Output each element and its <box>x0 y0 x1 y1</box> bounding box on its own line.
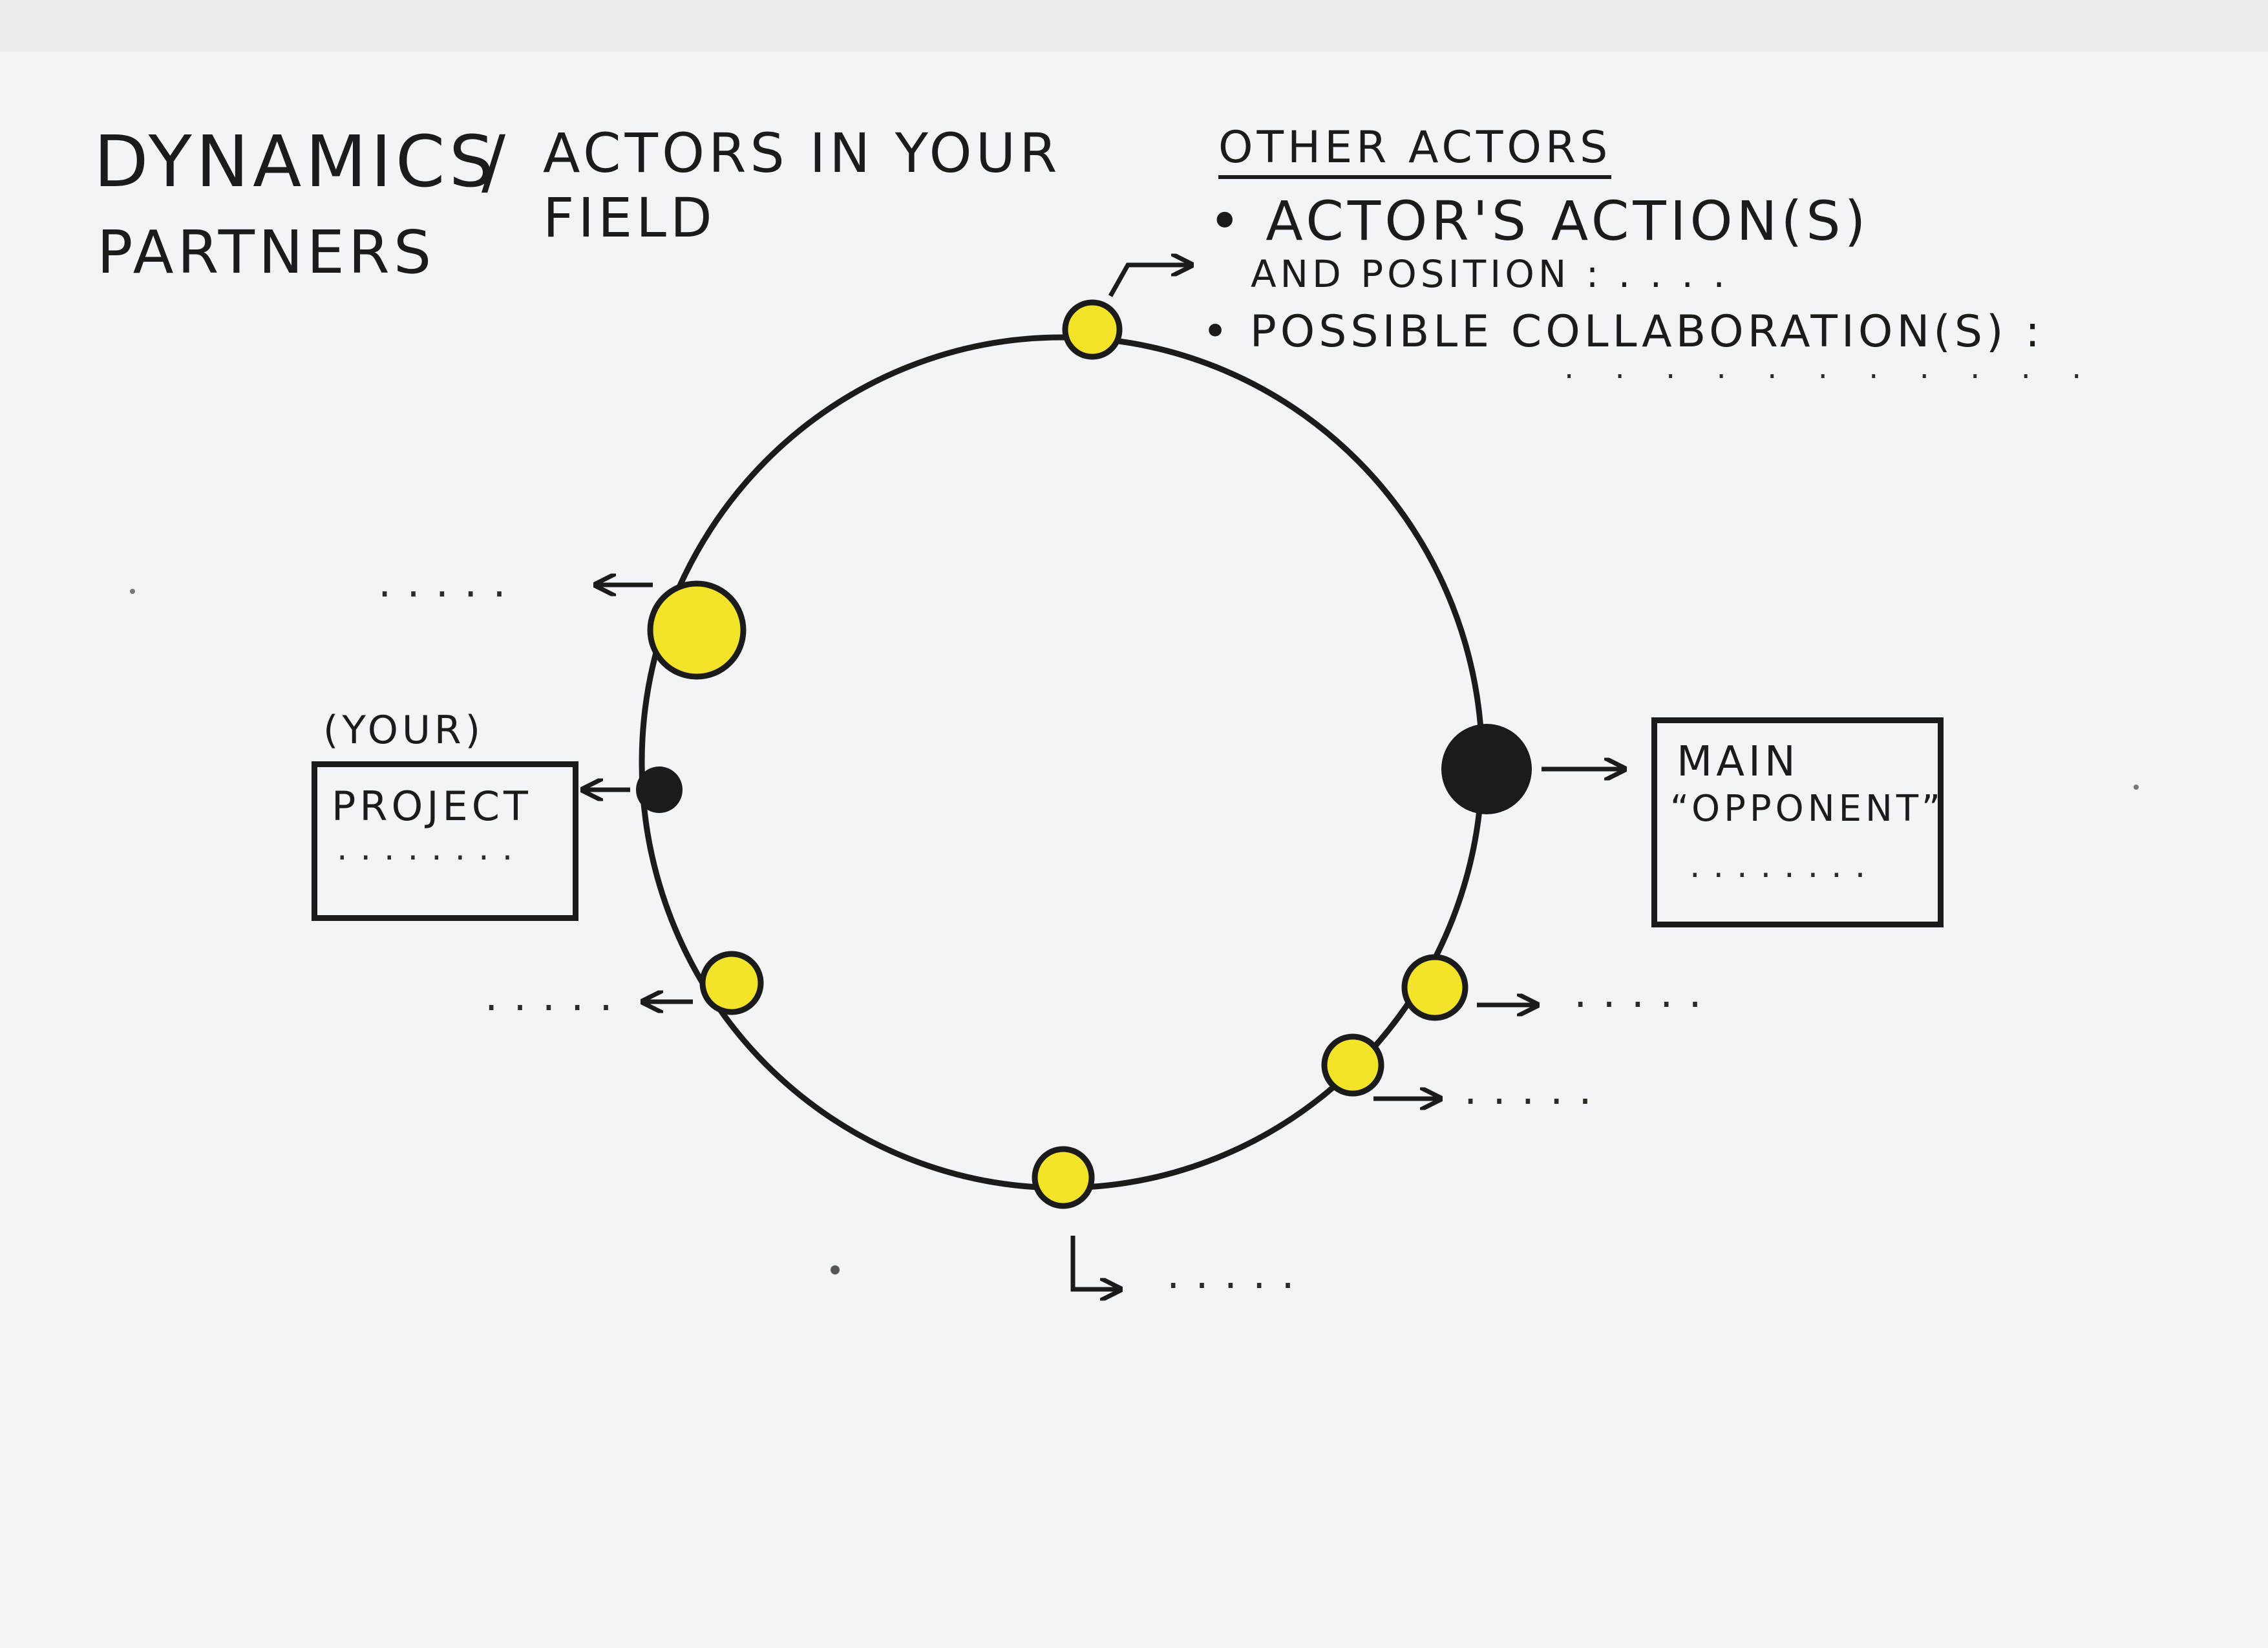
placeholder-bottom: ..... <box>1167 1251 1310 1298</box>
paper-speck <box>2134 785 2139 790</box>
bullet-icon: • <box>1209 189 1245 253</box>
opponent-label-line-2: “OPPONENT” <box>1670 788 1944 830</box>
project-dots: ........ <box>337 829 526 868</box>
legend-heading: OTHER ACTORS <box>1218 126 1612 179</box>
paper-speck <box>831 1265 840 1274</box>
placeholder-right-upper: ..... <box>1574 969 1717 1017</box>
opponent-dots: ........ <box>1690 847 1879 885</box>
legend-bullet-1-line-2: AND POSITION : . . . . <box>1251 252 1729 296</box>
actor-project <box>636 766 683 813</box>
bullet-icon: • <box>1202 306 1233 357</box>
placeholder-lower-left: ..... <box>485 973 628 1020</box>
legend-bullet-2-text: POSSIBLE COLLABORATION(S) : <box>1249 306 2044 357</box>
actor-main-opponent <box>1441 724 1532 814</box>
actor-top <box>1062 299 1123 360</box>
placeholder-right-lower: ..... <box>1464 1066 1607 1114</box>
actor-right-lower <box>1321 1033 1384 1097</box>
title-partners: PARTNERS <box>97 218 436 287</box>
legend-bullet-1-text: ACTOR'S ACTION(S) <box>1266 189 1870 253</box>
opponent-box: MAIN “OPPONENT” ........ <box>1651 717 1944 927</box>
project-box: PROJECT ........ <box>312 761 578 921</box>
arrow-top <box>1108 265 1189 297</box>
legend-bullet-2: • POSSIBLE COLLABORATION(S) : <box>1202 310 2044 354</box>
actor-lower-left <box>699 951 764 1015</box>
title-separator: / <box>482 120 510 203</box>
title-actors-in-your: ACTORS IN YOUR <box>543 121 1061 185</box>
title-field: FIELD <box>543 186 716 249</box>
paper-speck <box>130 589 135 594</box>
arrow-bottom <box>1070 1236 1118 1289</box>
legend-bullet-1: • ACTOR'S ACTION(S) <box>1209 194 1869 248</box>
placeholder-upper-left: ..... <box>378 559 522 607</box>
title-dynamics: DYNAMICS <box>94 120 498 203</box>
actor-bottom <box>1032 1146 1095 1209</box>
paper-sheet <box>0 52 2268 1648</box>
project-label: PROJECT <box>332 783 532 830</box>
legend-bullet-2-dots: . . . . . . . . . . . <box>1564 350 2097 386</box>
actor-right-upper <box>1401 954 1468 1021</box>
opponent-label-line-1: MAIN <box>1677 738 1799 786</box>
actor-upper-left-large <box>647 580 747 680</box>
project-caption: (YOUR) <box>323 708 485 753</box>
